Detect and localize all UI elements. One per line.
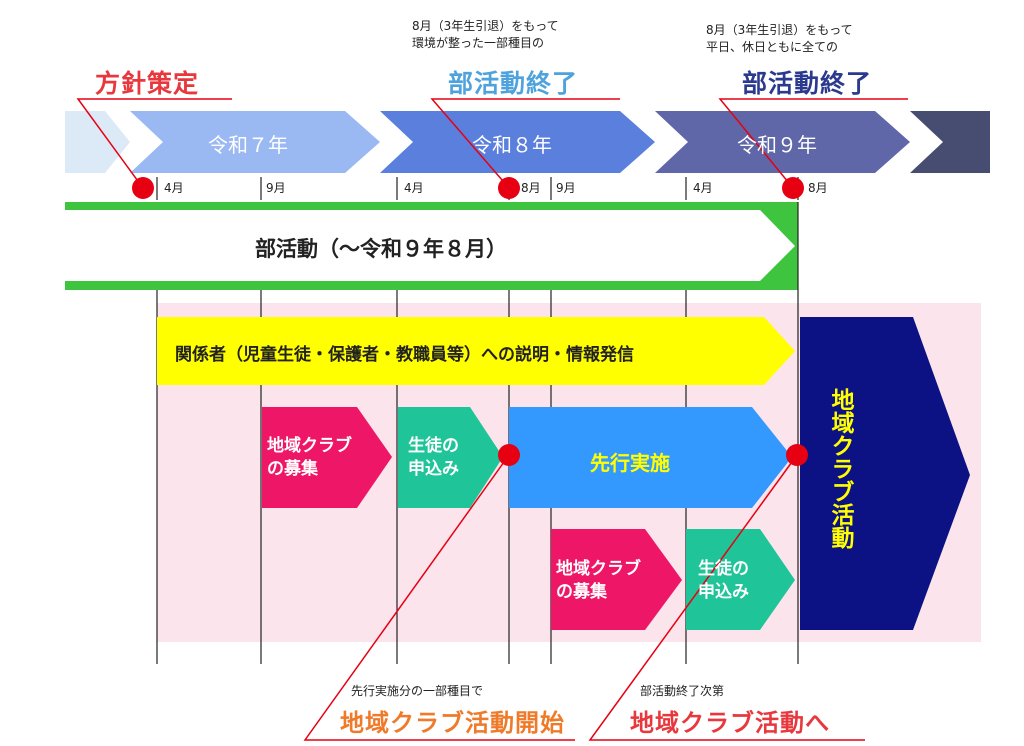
pilot-box-label: 先行実施	[590, 451, 670, 475]
club-activity-box	[800, 317, 970, 630]
recruit-box-1	[262, 407, 392, 508]
apply-box-1-line1: 生徒の	[408, 436, 459, 456]
year-chevron-r7	[130, 111, 380, 173]
apply-box-1	[398, 407, 503, 508]
apply-box-1-label: 生徒の 申込み	[408, 435, 459, 481]
callout-lines	[76, 98, 908, 741]
apply-box-2-line1: 生徒の	[698, 559, 749, 579]
month-label: 8月	[521, 181, 541, 195]
month-label: 9月	[266, 181, 286, 195]
end-all-note-line2: 平日、休日ともに全ての	[706, 40, 839, 54]
transition-note: 部活動終了次第	[640, 684, 725, 698]
year-chevron-r8	[380, 111, 655, 173]
apply-box-2-label: 生徒の 申込み	[698, 558, 749, 604]
year-chevron-lead	[65, 111, 130, 173]
transition-callout: 地域クラブ活動へ	[629, 708, 831, 739]
end-all-note: 8月（3年生引退）をもって 平日、休日ともに全ての	[706, 22, 853, 56]
month-label: 8月	[808, 181, 828, 195]
month-label: 4月	[164, 181, 184, 195]
year-label-r7: 令和７年	[208, 133, 288, 157]
start-note: 先行実施分の一部種目で	[351, 684, 484, 698]
year-chevron-tail	[910, 111, 990, 173]
year-chevron-r9	[655, 111, 910, 173]
recruit-box-2-line1: 地域クラブ	[556, 559, 641, 579]
end-partial-note-line1: 8月（3年生引退）をもって	[412, 19, 559, 33]
recruit-box-1-line1: 地域クラブ	[267, 436, 352, 456]
end-all-note-line1: 8月（3年生引退）をもって	[706, 23, 853, 37]
recruit-box-2-label: 地域クラブ の募集	[556, 558, 641, 604]
end-partial-note: 8月（3年生引退）をもって 環境が整った一部種目の	[412, 18, 559, 52]
end-partial-callout: 部活動終了	[446, 68, 579, 100]
end-partial-note-line2: 環境が整った一部種目の	[412, 36, 545, 50]
recruit-box-2-line2: の募集	[556, 582, 607, 602]
apply-box-2-line2: 申込み	[698, 582, 749, 602]
club-band-arrow	[65, 210, 795, 281]
policy-callout: 方針策定	[93, 68, 200, 100]
year-label-r9: 令和９年	[737, 133, 817, 157]
club-activity-label: 地域クラブ活動	[827, 388, 853, 549]
club-band-label: 部活動（～令和９年８月）	[255, 237, 507, 261]
month-label: 9月	[556, 181, 576, 195]
apply-box-1-line2: 申込み	[408, 459, 459, 479]
info-band	[157, 317, 795, 385]
recruit-box-1-line2: の募集	[267, 459, 318, 479]
month-label: 4月	[693, 181, 713, 195]
pilot-box	[509, 407, 792, 508]
start-callout: 地域クラブ活動開始	[339, 708, 566, 739]
milestone-dots	[132, 177, 808, 466]
end-all-callout: 部活動終了	[740, 68, 873, 100]
year-label-r8: 令和８年	[472, 133, 552, 157]
recruit-box-1-label: 地域クラブ の募集	[267, 435, 352, 481]
info-band-label: 関係者（児童生徒・保護者・教職員等）への説明・情報発信	[175, 345, 634, 365]
apply-box-2	[686, 529, 795, 630]
recruit-box-2	[551, 529, 682, 630]
month-label: 4月	[404, 181, 424, 195]
